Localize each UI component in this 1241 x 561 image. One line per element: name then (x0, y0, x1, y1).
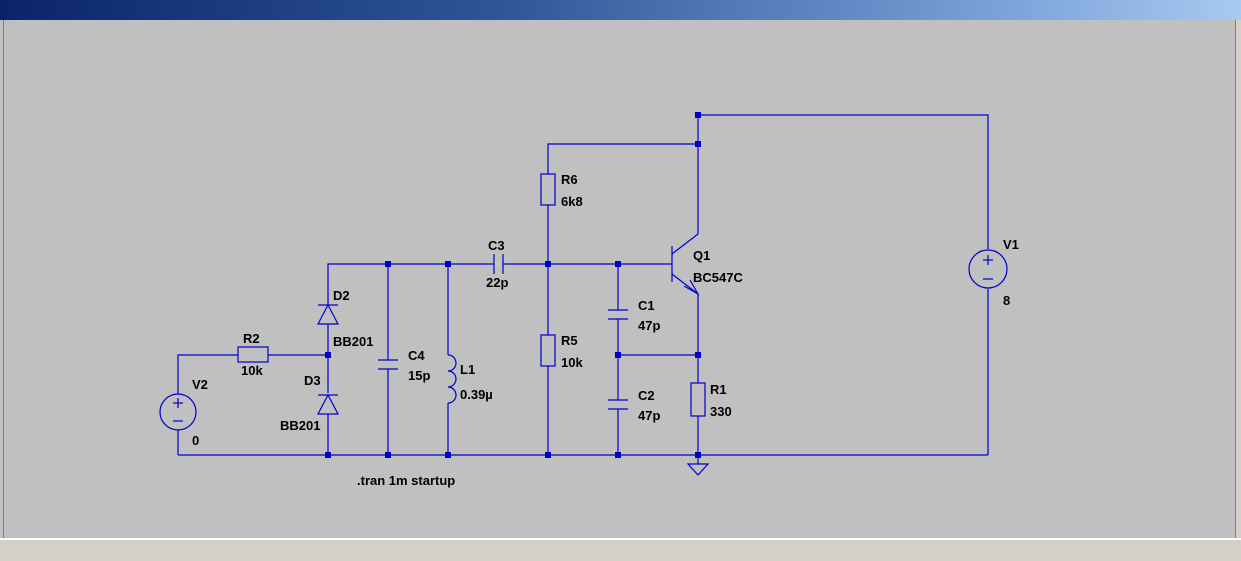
q1-value: BC547C (693, 270, 743, 285)
junction-dot (445, 261, 451, 267)
v2-name: V2 (192, 377, 208, 392)
l1-name: L1 (460, 362, 475, 377)
wire (698, 114, 989, 249)
v2-value: 0 (192, 433, 199, 448)
r6-name: R6 (561, 172, 578, 187)
junction-dot (615, 352, 621, 358)
junction-dot (445, 452, 451, 458)
c4-name: C4 (408, 348, 425, 363)
c4-value: 15p (408, 368, 430, 383)
resistor-r6[interactable] (540, 173, 556, 206)
wire (547, 143, 698, 174)
v1-value: 8 (1003, 293, 1010, 308)
l1-value: 0.39µ (460, 387, 493, 402)
r1-name: R1 (710, 382, 727, 397)
c2-value: 47p (638, 408, 660, 423)
window-frame-left (0, 20, 4, 540)
wires (177, 114, 989, 456)
junction-dot (695, 141, 701, 147)
status-bar (0, 538, 1241, 561)
r6-value: 6k8 (561, 194, 583, 209)
wire (177, 354, 238, 394)
junction-dot (385, 261, 391, 267)
v1-name: V1 (1003, 237, 1019, 252)
capacitor-c1[interactable] (608, 309, 628, 320)
c1-value: 47p (638, 318, 660, 333)
title-bar (0, 0, 1241, 20)
resistor-r5[interactable] (540, 334, 556, 367)
d3-value: BB201 (280, 418, 320, 433)
capacitor-c4[interactable] (378, 359, 398, 370)
r5-name: R5 (561, 333, 578, 348)
resistor-r1[interactable] (690, 382, 706, 417)
voltage-source-v2[interactable] (159, 393, 197, 431)
r1-value: 330 (710, 404, 732, 419)
d3-name: D3 (304, 373, 321, 388)
c3-name: C3 (488, 238, 505, 253)
junction-dot (615, 452, 621, 458)
junctions (325, 112, 701, 458)
voltage-source-v1[interactable] (968, 249, 1008, 289)
varactor-d3[interactable] (317, 393, 339, 415)
wire (327, 263, 488, 305)
spice-directive[interactable]: .tran 1m startup (357, 473, 455, 488)
capacitor-c2[interactable] (608, 399, 628, 410)
c3-value: 22p (486, 275, 508, 290)
junction-dot (385, 452, 391, 458)
capacitor-c3[interactable] (493, 254, 504, 274)
window-frame-right (1235, 20, 1241, 540)
c2-name: C2 (638, 388, 655, 403)
junction-dot (695, 112, 701, 118)
q1-name: Q1 (693, 248, 710, 263)
transistor-q1[interactable] (664, 233, 700, 296)
r2-value: 10k (241, 363, 263, 378)
d2-value: BB201 (333, 334, 373, 349)
junction-dot (615, 261, 621, 267)
junction-dot (325, 452, 331, 458)
r5-value: 10k (561, 355, 583, 370)
c1-name: C1 (638, 298, 655, 313)
ground-icon[interactable] (686, 455, 710, 476)
r2-name: R2 (243, 331, 260, 346)
resistor-r2[interactable] (237, 346, 269, 363)
junction-dot (695, 352, 701, 358)
varactor-d2[interactable] (317, 303, 339, 325)
junction-dot (325, 352, 331, 358)
junction-dot (545, 452, 551, 458)
junction-dot (545, 261, 551, 267)
d2-name: D2 (333, 288, 350, 303)
inductor-l1[interactable] (447, 354, 457, 404)
